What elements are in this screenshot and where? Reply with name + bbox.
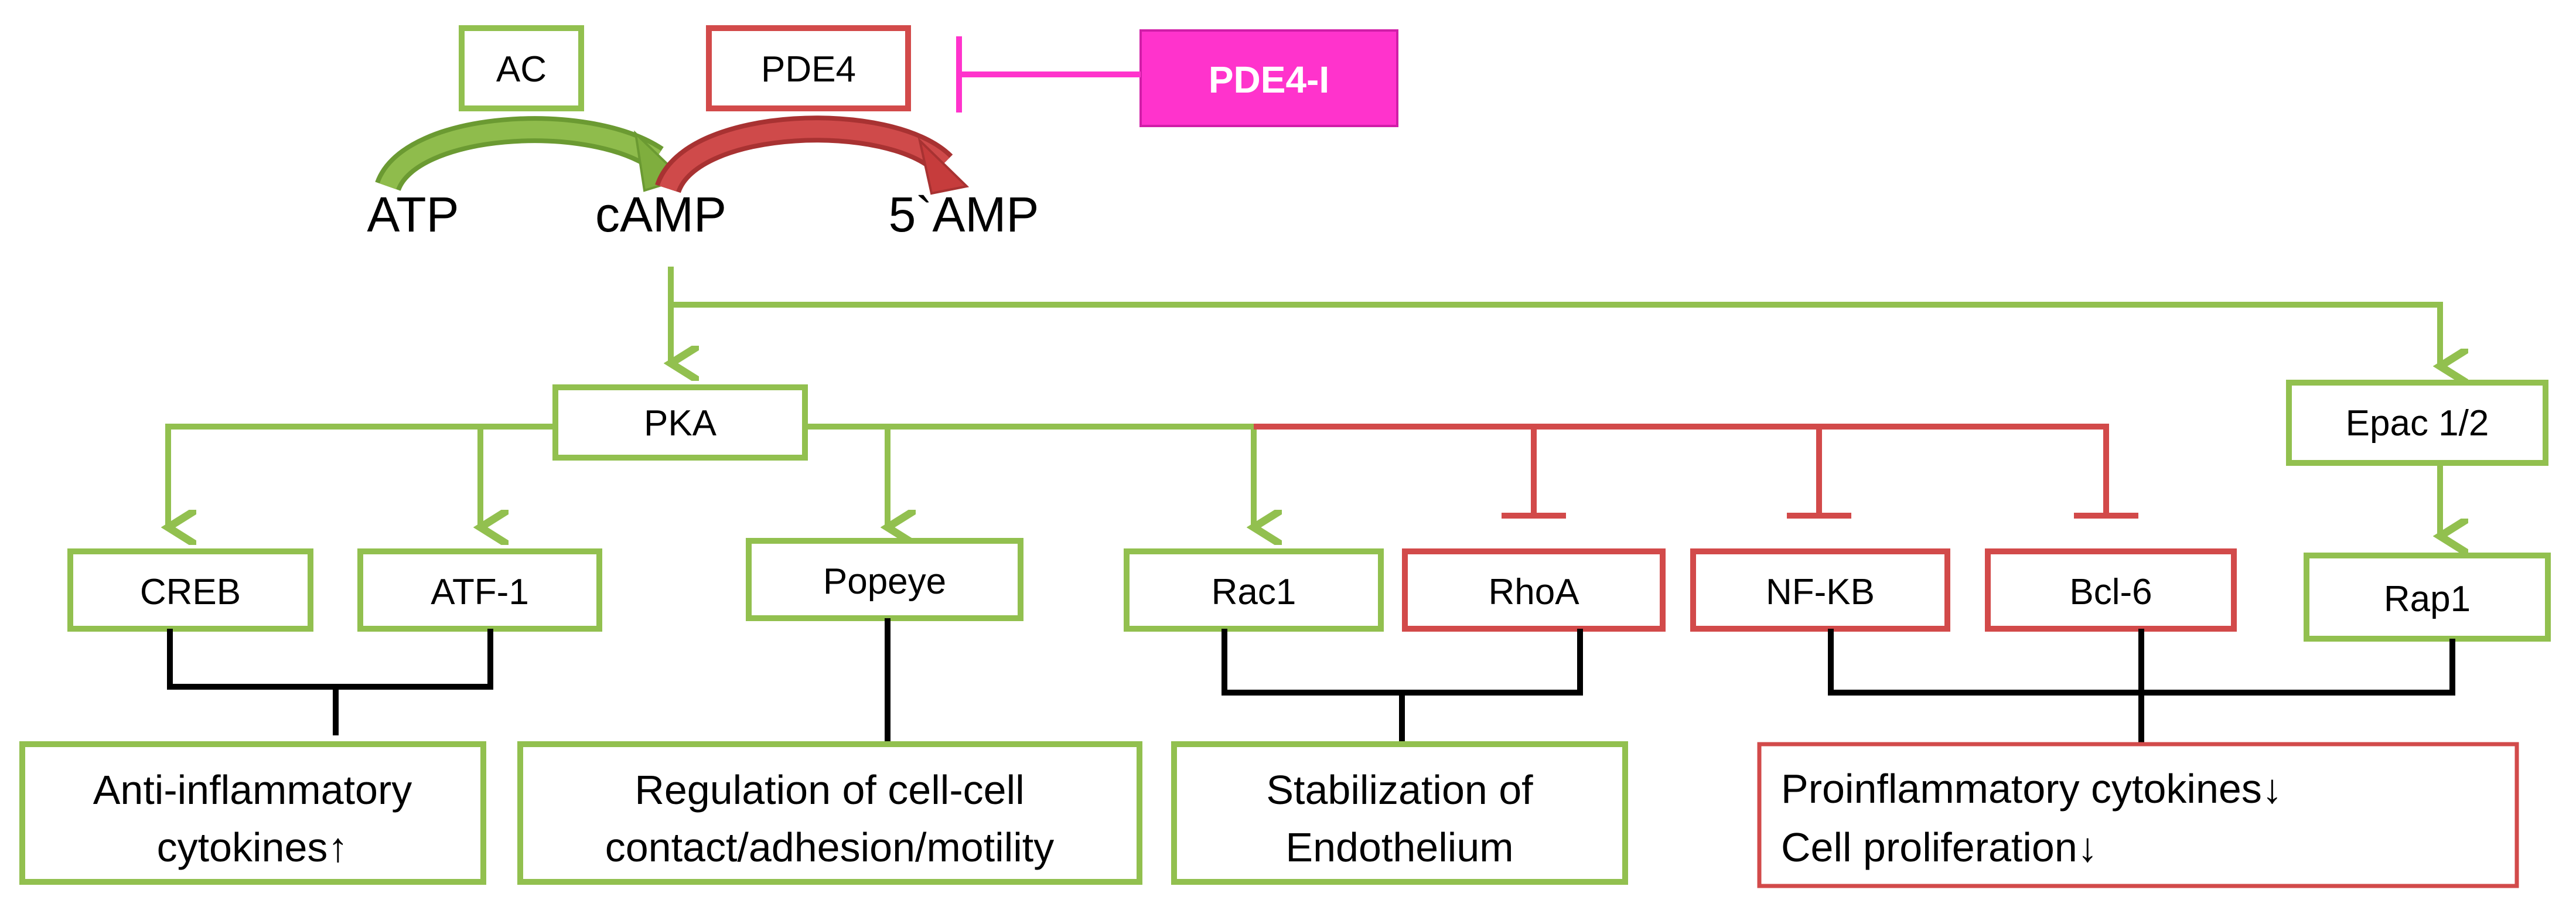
- amp-label: 5`AMP: [889, 187, 1039, 242]
- atf1-label: ATF-1: [431, 572, 529, 612]
- anti-inflammatory-line-2: cytokines↑: [157, 824, 349, 870]
- bcl6-node: Bcl-6: [1985, 548, 2237, 632]
- proinflammatory-line-2: Cell proliferation↓: [1781, 824, 2098, 870]
- creb-atf1-bracket: [167, 629, 493, 735]
- pka-label: PKA: [644, 403, 717, 444]
- pde4-inhibitor-label: PDE4-I: [1209, 59, 1329, 101]
- popeye-node: Popeye: [746, 538, 1023, 621]
- pde4-inhibition-edge: [956, 36, 1141, 113]
- bcl6-label: Bcl-6: [2069, 572, 2152, 612]
- epac-label: Epac 1/2: [2346, 403, 2489, 444]
- ac-node: AC: [459, 25, 584, 111]
- pka-activation-edges: [165, 424, 1257, 527]
- rap1-label: Rap1: [2384, 579, 2471, 619]
- anti-inflammatory-line-1: Anti-inflammatory: [93, 767, 412, 813]
- cell-contact-outcome: Regulation of cell-cell contact/adhesion…: [517, 741, 1142, 885]
- pde4-inhibitor-node: PDE4-I: [1139, 29, 1398, 127]
- pde4-label: PDE4: [761, 49, 856, 90]
- proinflammatory-line-1: Proinflammatory cytokines↓: [1781, 766, 2282, 812]
- epac-node: Epac 1/2: [2286, 380, 2548, 466]
- nfkb-label: NF-KB: [1766, 572, 1875, 612]
- camp-label: cAMP: [595, 187, 726, 242]
- rhoa-node: RhoA: [1402, 548, 1666, 632]
- rac1-node: Rac1: [1124, 548, 1384, 632]
- creb-label: CREB: [140, 572, 241, 612]
- creb-node: CREB: [67, 548, 313, 632]
- anti-inflammatory-outcome: Anti-inflammatory cytokines↑: [19, 741, 486, 885]
- pde4-conversion-arrow: [655, 115, 970, 195]
- ac-conversion-arrow: [375, 116, 685, 192]
- rhoa-label: RhoA: [1488, 572, 1579, 612]
- camp-branch-edges: [671, 267, 2443, 366]
- cell-contact-line-2: contact/adhesion/motility: [605, 824, 1055, 870]
- endothelium-line-1: Stabilization of: [1266, 767, 1533, 813]
- proinflammatory-outcome: Proinflammatory cytokines↓ Cell prolifer…: [1757, 742, 2519, 888]
- endothelium-outcome: Stabilization of Endothelium: [1171, 741, 1628, 885]
- pka-node: PKA: [552, 384, 808, 461]
- pka-inhibition-edges: [1254, 424, 2138, 519]
- nfkb-bcl6-rap1-bracket: [1828, 629, 2455, 744]
- cell-contact-line-1: Regulation of cell-cell: [634, 767, 1024, 813]
- ac-label: AC: [496, 49, 547, 90]
- popeye-label: Popeye: [823, 561, 946, 602]
- atp-label: ATP: [367, 187, 459, 242]
- rac1-rhoa-bracket: [1222, 629, 1583, 744]
- rac1-label: Rac1: [1212, 572, 1296, 612]
- pde4-node: PDE4: [706, 25, 911, 111]
- rap1-node: Rap1: [2304, 553, 2551, 642]
- endothelium-line-2: Endothelium: [1285, 824, 1513, 870]
- atf1-node: ATF-1: [357, 548, 602, 632]
- nfkb-node: NF-KB: [1690, 548, 1950, 632]
